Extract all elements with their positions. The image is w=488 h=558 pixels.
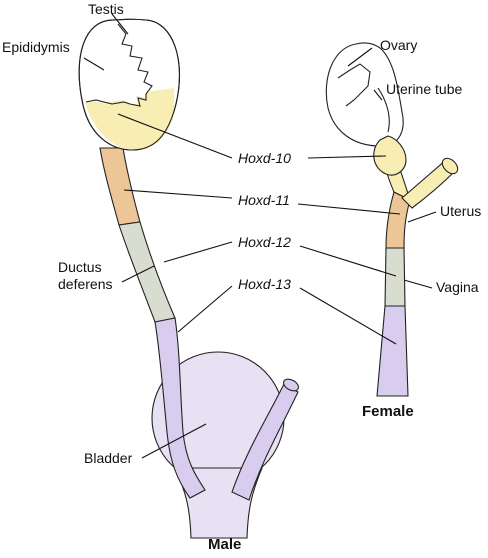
gene-label-hoxd13: Hoxd-13 <box>238 276 291 292</box>
female-structure <box>325 42 459 397</box>
leader-uterus <box>407 211 437 223</box>
label-ductus-line1: Ductus <box>58 259 102 275</box>
uterine-tube-opening <box>441 157 459 175</box>
uterine-tube-hoxd10 <box>373 135 407 176</box>
label-testis: Testis <box>88 1 124 17</box>
labels: Testis Epididymis Ductus deferens Bladde… <box>2 1 481 553</box>
ductus-segment-hoxd11 <box>99 147 141 226</box>
testis-boundary <box>85 23 153 107</box>
gene-label-hoxd10: Hoxd-10 <box>238 150 291 166</box>
leader-lines <box>83 13 437 459</box>
male-structure <box>78 18 299 539</box>
leader-hoxd11-female <box>297 203 401 215</box>
bladder-right-tube-opening <box>283 378 299 392</box>
label-uterine-tube: Uterine tube <box>386 81 462 97</box>
label-bladder: Bladder <box>84 450 133 466</box>
leader-ductus <box>121 265 155 283</box>
title-female: Female <box>362 403 414 420</box>
leader-ovary <box>347 47 373 67</box>
ductus-segment-hoxd12 <box>118 221 176 323</box>
leader-hoxd11-male <box>123 189 233 199</box>
ovary-boundary <box>337 63 371 107</box>
title-male: Male <box>208 536 241 553</box>
vagina-hoxd13 <box>376 305 409 397</box>
vagina-hoxd12 <box>384 247 406 307</box>
testis-epididymis-outline <box>78 18 180 151</box>
leader-uterine-tube <box>373 89 383 101</box>
leader-testis <box>111 13 129 35</box>
label-vagina: Vagina <box>436 279 479 295</box>
leader-hoxd13-female <box>299 287 397 345</box>
leader-hoxd13-male <box>177 285 233 333</box>
ductus-segment-hoxd13 <box>154 317 206 499</box>
leader-epididymis <box>83 57 105 71</box>
ovary-body <box>325 42 404 147</box>
label-uterus: Uterus <box>440 203 481 219</box>
leader-vagina <box>403 279 433 289</box>
leader-hoxd12-female <box>299 245 397 277</box>
leader-hoxd10-male <box>117 113 233 159</box>
ovary-inner-curve <box>377 87 390 133</box>
label-ovary: Ovary <box>380 37 417 53</box>
gene-label-hoxd12: Hoxd-12 <box>238 234 291 250</box>
label-ductus-line2: deferens <box>58 276 112 292</box>
gene-label-hoxd11: Hoxd-11 <box>238 192 290 208</box>
leader-hoxd12-male <box>163 241 233 263</box>
bladder-right-tube <box>231 383 299 501</box>
label-epididymis: Epididymis <box>2 39 70 55</box>
leader-hoxd10-female <box>307 155 387 159</box>
leader-bladder <box>141 423 207 459</box>
